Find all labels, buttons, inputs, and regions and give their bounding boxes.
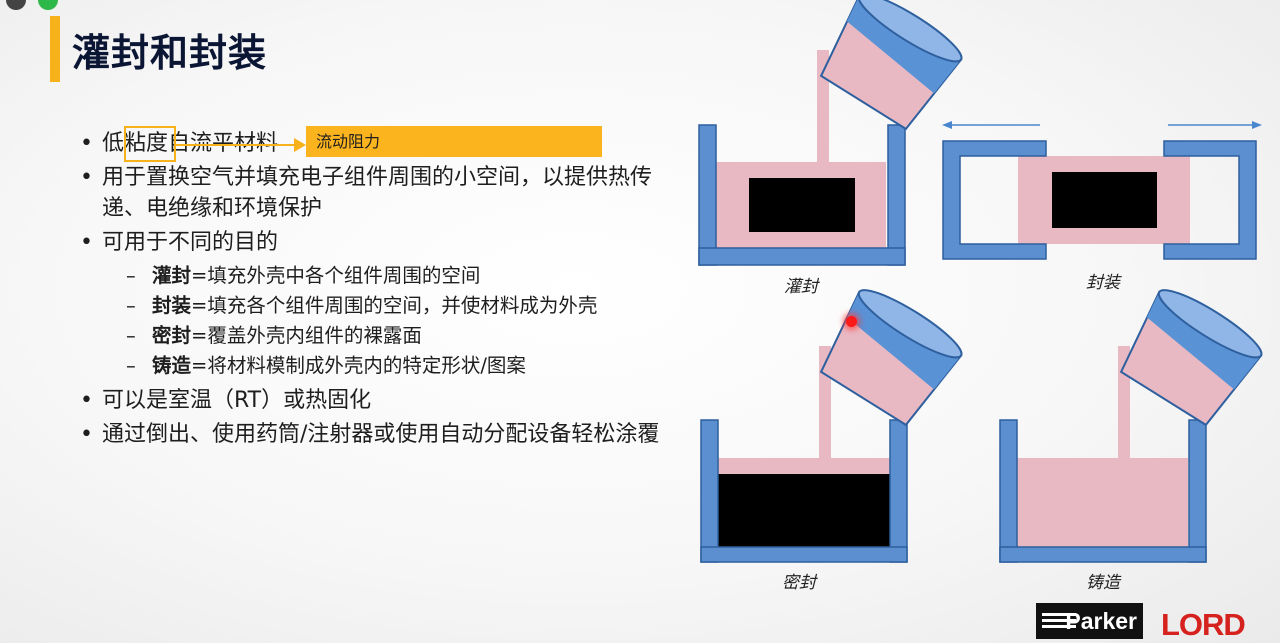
cup-icon <box>819 289 963 427</box>
bullet-list: 低粘度自流平材料 用于置换空气并填充电子组件周围的小空间，以提供热传递、电绝缘和… <box>80 128 680 453</box>
window-control-icon[interactable] <box>6 0 26 10</box>
sub-item-sealing: –密封=覆盖外壳内组件的裸露面 <box>126 324 422 347</box>
cup-icon <box>819 0 963 131</box>
top-bar <box>0 0 1280 10</box>
encapsulation-diagram <box>942 121 1262 260</box>
laser-pointer-icon <box>846 316 857 327</box>
sealing-label: 密封 <box>782 573 816 593</box>
lord-logo: LORD <box>1161 607 1246 642</box>
bullet-item: 可以是室温（RT）或热固化 <box>80 385 680 416</box>
sub-item-casting: –铸造=将材料模制成外壳内的特定形状/图案 <box>126 354 526 377</box>
parker-logo: Parker <box>1036 603 1143 639</box>
casting-diagram <box>999 346 1207 563</box>
bullet-item: 通过倒出、使用药筒/注射器或使用自动分配设备轻松涂覆 <box>80 419 662 450</box>
potting-label: 灌封 <box>784 277 818 297</box>
casting-label: 铸造 <box>1086 573 1120 593</box>
cup-icon <box>1119 289 1263 427</box>
process-diagram <box>698 0 1263 563</box>
viscosity-highlight-box <box>124 126 176 162</box>
bullet-item: 可用于不同的目的 <box>80 227 680 258</box>
title-accent-bar <box>50 16 60 82</box>
slide-title: 灌封和封装 <box>72 31 268 75</box>
callout-arrow-head <box>294 138 306 152</box>
callout-arrow <box>176 144 296 146</box>
record-indicator-icon[interactable] <box>38 0 58 10</box>
potting-diagram <box>698 50 906 266</box>
bullet-item: 低粘度自流平材料 <box>80 128 680 159</box>
flow-resistance-callout: 流动阻力 <box>306 126 602 157</box>
bullet-item: 用于置换空气并填充电子组件周围的小空间，以提供热传递、电绝缘和环境保护 <box>80 162 662 224</box>
encapsulation-label: 封装 <box>1086 273 1120 293</box>
sub-item-potting: –灌封=填充外壳中各个组件周围的空间 <box>126 264 481 287</box>
sub-item-encapsulation: –封装=填充各个组件周围的空间，并使材料成为外壳 <box>126 294 598 317</box>
